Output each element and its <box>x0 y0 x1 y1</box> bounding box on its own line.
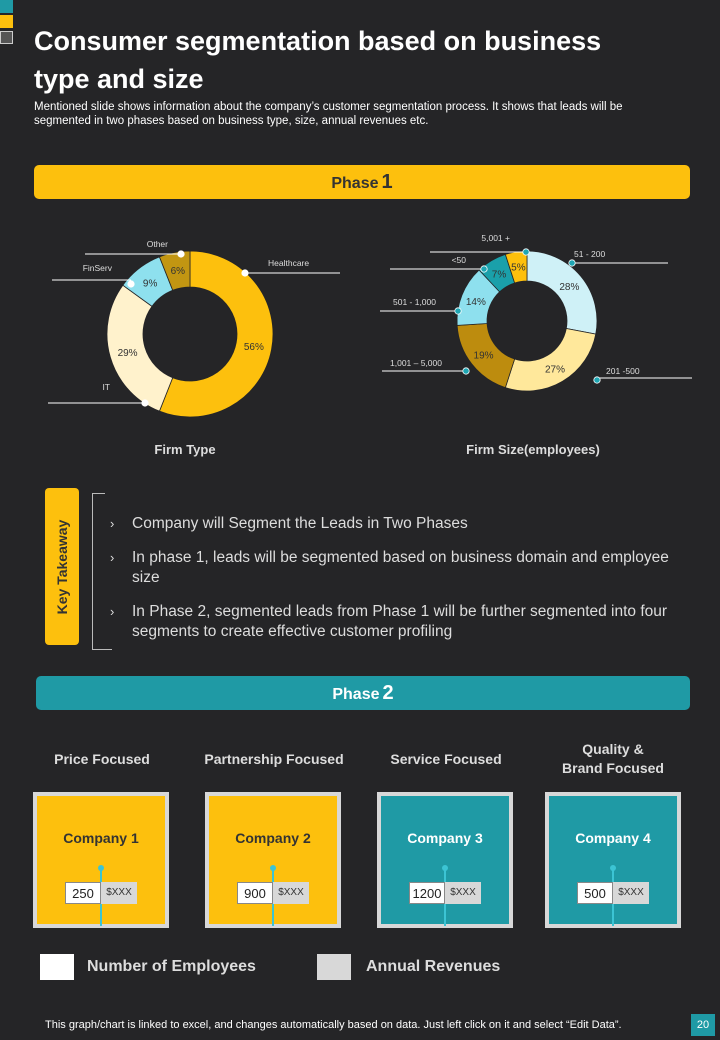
firm-size-chart-title: Firm Size(employees) <box>466 442 600 457</box>
phase-1-number: 1 <box>381 171 393 193</box>
slice-category-label: FinServ <box>83 263 113 273</box>
leader-dot <box>593 376 601 384</box>
revenue-value: $XXX <box>613 882 649 904</box>
slice-value-label: 14% <box>466 297 486 308</box>
slice-value-label: 19% <box>474 351 494 362</box>
legend-label-employees: Number of Employees <box>87 958 256 975</box>
revenue-value: $XXX <box>273 882 309 904</box>
company-name: Company 3 <box>407 830 483 846</box>
employees-value: 250 <box>65 882 101 904</box>
segment-heading-partnership: Partnership Focused <box>204 751 344 767</box>
leader-dot <box>522 248 530 256</box>
revenue-value: $XXX <box>101 882 137 904</box>
slice-value-label: 9% <box>143 279 158 290</box>
slice-category-label: Other <box>147 239 168 249</box>
phase-1-label: Phase <box>331 175 379 192</box>
leader-dot <box>454 307 462 315</box>
page-subtitle: Mentioned slide shows information about … <box>34 101 623 127</box>
corner-square-teal <box>0 0 13 13</box>
slice-value-label: 27% <box>545 364 565 375</box>
employees-value: 900 <box>237 882 273 904</box>
slice-category-label: 5,001 + <box>481 233 510 243</box>
slice-category-label: 51 - 200 <box>574 249 605 259</box>
key-takeaway-label-box: Key Takeaway <box>45 488 79 645</box>
slice-category-label: 201 -500 <box>606 366 640 376</box>
slice-category-label: 1,001 – 5,000 <box>390 358 442 368</box>
footer-note: This graph/chart is linked to excel, and… <box>45 1019 622 1031</box>
bracket-line <box>92 493 105 650</box>
segment-heading-price: Price Focused <box>54 751 150 767</box>
slice-value-label: 6% <box>171 266 186 277</box>
donut-slice-healthcare[interactable] <box>158 250 274 418</box>
takeaway-point: ›Company will Segment the Leads in Two P… <box>110 515 468 532</box>
employees-value: 1200 <box>409 882 445 904</box>
revenue-value: $XXX <box>445 882 481 904</box>
legend-label-revenues: Annual Revenues <box>366 958 501 975</box>
company-name: Company 2 <box>235 830 311 846</box>
leader-dot <box>241 269 249 277</box>
leader-dot <box>480 265 488 273</box>
slice-category-label: <50 <box>452 255 467 265</box>
company-name: Company 4 <box>575 830 651 846</box>
slice-category-label: 501 - 1,000 <box>393 297 436 307</box>
segment-heading-service: Service Focused <box>390 751 502 767</box>
chevron-right-icon: › <box>110 604 115 619</box>
company-name: Company 1 <box>63 830 139 846</box>
firm-size-donut-chart[interactable]: 28% 51 - 200 27% 201 -500 19% 1,001 – 5,000 14… <box>380 228 700 428</box>
company-card-2[interactable]: Company 2 900 $XXX <box>205 792 341 928</box>
company-card-4[interactable]: Company 4 500 $XXX <box>545 792 681 928</box>
employees-value: 500 <box>577 882 613 904</box>
takeaway-point: ›In phase 1, leads will be segmented bas… <box>110 549 669 586</box>
leader-dot <box>141 399 149 407</box>
slice-value-label: 56% <box>244 342 264 353</box>
segment-heading-quality: Quality &Brand Focused <box>562 741 664 776</box>
phase-2-number: 2 <box>382 682 394 704</box>
slice-value-label: 5% <box>511 263 526 274</box>
slice-value-label: 28% <box>559 282 579 293</box>
donut-slice-5-001-[interactable] <box>504 250 528 284</box>
donut-slice-201-500[interactable] <box>504 328 597 392</box>
corner-square-yellow <box>0 15 13 28</box>
company-card-3[interactable]: Company 3 1200 $XXX <box>377 792 513 928</box>
key-takeaway-list: ›Company will Segment the Leads in Two P… <box>110 514 670 656</box>
donut-slice-it[interactable] <box>106 284 174 412</box>
page-number: 20 <box>691 1014 715 1036</box>
leader-dot <box>462 367 470 375</box>
slice-category-label: Healthcare <box>268 258 309 268</box>
company-card-1[interactable]: Company 1 250 $XXX <box>33 792 169 928</box>
leader-dot <box>177 250 185 258</box>
chevron-right-icon: › <box>110 516 115 531</box>
legend-swatch-employees <box>40 954 74 980</box>
key-takeaway-label: Key Takeaway <box>54 519 70 614</box>
firm-type-donut-chart[interactable]: 56% Healthcare 29% IT 9% FinServ 6% Other <box>40 228 340 428</box>
firm-type-chart-title: Firm Type <box>154 442 216 457</box>
slice-category-label: IT <box>102 382 110 392</box>
takeaway-point: ›In Phase 2, segmented leads from Phase … <box>110 603 668 640</box>
chevron-right-icon: › <box>110 550 115 565</box>
slice-value-label: 29% <box>118 348 138 359</box>
phase-2-label: Phase <box>332 686 380 703</box>
leader-dot <box>127 280 135 288</box>
legend-swatch-revenues <box>317 954 351 980</box>
slice-value-label: 7% <box>492 270 507 281</box>
corner-square-grey <box>0 31 13 44</box>
page-title: Consumer segmentation based on business … <box>34 26 602 94</box>
leader-dot <box>568 259 576 267</box>
bracket-foot <box>92 649 112 650</box>
